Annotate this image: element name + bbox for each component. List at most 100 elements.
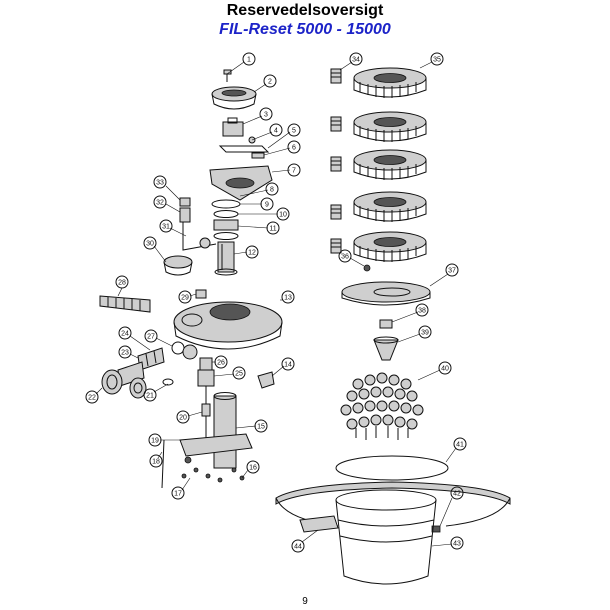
part-43-filter-housing xyxy=(335,489,437,585)
svg-text:24: 24 xyxy=(121,331,129,338)
part-8-11-rings xyxy=(211,199,241,240)
svg-text:37: 37 xyxy=(448,268,456,275)
svg-text:13: 13 xyxy=(284,295,292,302)
callout-19: 19 xyxy=(148,433,182,447)
page-number: 9 xyxy=(302,596,308,607)
svg-text:28: 28 xyxy=(118,280,126,287)
svg-text:22: 22 xyxy=(88,395,96,402)
svg-text:18: 18 xyxy=(152,459,160,466)
svg-text:31: 31 xyxy=(162,224,170,231)
part-27-24-23-22-21-hose-connectors xyxy=(101,341,198,399)
callout-29: 29 xyxy=(178,290,197,304)
part-37-bottom-plate xyxy=(341,281,431,306)
part-3-switch-housing xyxy=(222,117,244,137)
callout-22: 22 xyxy=(85,387,103,404)
callout-6: 6 xyxy=(263,140,301,156)
part-13-main-lid xyxy=(173,301,283,350)
svg-text:42: 42 xyxy=(453,491,461,498)
product-subtitle: FIL-Reset 5000 - 15000 xyxy=(219,21,391,38)
svg-text:40: 40 xyxy=(441,366,449,373)
callout-11: 11 xyxy=(237,221,280,235)
callout-39: 39 xyxy=(397,325,432,343)
callout-41: 41 xyxy=(445,437,467,463)
svg-text:29: 29 xyxy=(181,295,189,302)
svg-text:43: 43 xyxy=(453,541,461,548)
part-19-18-17-16-pump-base xyxy=(161,439,245,489)
callout-16: 16 xyxy=(241,460,260,479)
svg-text:30: 30 xyxy=(146,241,154,248)
svg-text:33: 33 xyxy=(156,180,164,187)
svg-text:7: 7 xyxy=(292,168,296,175)
callout-21: 21 xyxy=(143,383,169,402)
callout-38: 38 xyxy=(391,303,429,323)
callout-43: 43 xyxy=(431,536,464,550)
callout-5: 5 xyxy=(267,123,301,149)
callout-8: 8 xyxy=(239,182,279,197)
svg-text:44: 44 xyxy=(294,544,302,551)
svg-text:12: 12 xyxy=(248,250,256,257)
svg-text:10: 10 xyxy=(279,212,287,219)
svg-text:14: 14 xyxy=(284,362,292,369)
callout-7: 7 xyxy=(271,163,301,177)
callout-33: 33 xyxy=(153,175,181,201)
svg-text:1: 1 xyxy=(247,57,251,64)
part-28-hose-tail xyxy=(99,295,151,313)
part-35-filter-sponges xyxy=(353,67,427,263)
callout-10: 10 xyxy=(238,207,290,221)
callout-17: 17 xyxy=(171,477,191,500)
callout-9: 9 xyxy=(240,197,274,211)
svg-text:21: 21 xyxy=(146,393,154,400)
callout-26: 26 xyxy=(212,355,228,369)
callout-18: 18 xyxy=(149,451,163,468)
svg-text:39: 39 xyxy=(421,330,429,337)
svg-text:6: 6 xyxy=(292,145,296,152)
svg-text:25: 25 xyxy=(235,371,243,378)
svg-text:11: 11 xyxy=(269,226,276,233)
svg-text:5: 5 xyxy=(292,128,296,135)
svg-text:2: 2 xyxy=(268,79,272,86)
svg-text:26: 26 xyxy=(217,360,225,367)
svg-text:17: 17 xyxy=(174,491,182,498)
svg-text:4: 4 xyxy=(274,128,278,135)
callout-4: 4 xyxy=(251,123,283,141)
svg-text:8: 8 xyxy=(270,187,274,194)
svg-text:34: 34 xyxy=(352,57,360,64)
part-34-brackets xyxy=(330,68,342,254)
callout-44: 44 xyxy=(291,529,319,553)
callout-25: 25 xyxy=(213,366,246,380)
part-33-32-31-outlet xyxy=(179,197,217,251)
part-4-5-6-clip-parts xyxy=(218,136,270,159)
callout-1: 1 xyxy=(226,52,256,75)
part-44-clamp-lock xyxy=(299,515,339,533)
part-14-clip xyxy=(257,371,275,389)
svg-text:3: 3 xyxy=(264,112,268,119)
callout-32: 32 xyxy=(153,195,181,213)
part-7-top-cover xyxy=(209,165,273,201)
callout-24: 24 xyxy=(118,326,151,351)
callout-13: 13 xyxy=(280,290,295,304)
callout-2: 2 xyxy=(253,74,277,93)
callouts: 1 2 3 4 5 6 7 8 9 10 11 12 13 14 15 16 1… xyxy=(85,52,467,553)
callout-20: 20 xyxy=(176,410,203,424)
callout-42: 42 xyxy=(439,486,464,527)
svg-text:9: 9 xyxy=(265,202,269,209)
part-15-pump-chamber xyxy=(179,392,253,469)
callout-15: 15 xyxy=(235,419,268,433)
callout-28: 28 xyxy=(115,275,129,297)
svg-text:19: 19 xyxy=(151,438,159,445)
svg-text:36: 36 xyxy=(341,254,349,261)
svg-text:15: 15 xyxy=(257,424,265,431)
part-26-25-20-motor-shaft xyxy=(197,357,215,440)
part-12-uv-tube xyxy=(214,241,238,276)
callout-40: 40 xyxy=(417,361,452,381)
callout-37: 37 xyxy=(429,263,459,287)
part-38-39-valve xyxy=(373,319,399,361)
svg-text:23: 23 xyxy=(121,350,129,357)
svg-text:27: 27 xyxy=(147,334,155,341)
callout-27: 27 xyxy=(144,329,173,347)
callout-14: 14 xyxy=(271,357,295,377)
svg-text:35: 35 xyxy=(433,57,441,64)
callout-35: 35 xyxy=(419,52,444,69)
part-29-adapter xyxy=(195,289,207,299)
